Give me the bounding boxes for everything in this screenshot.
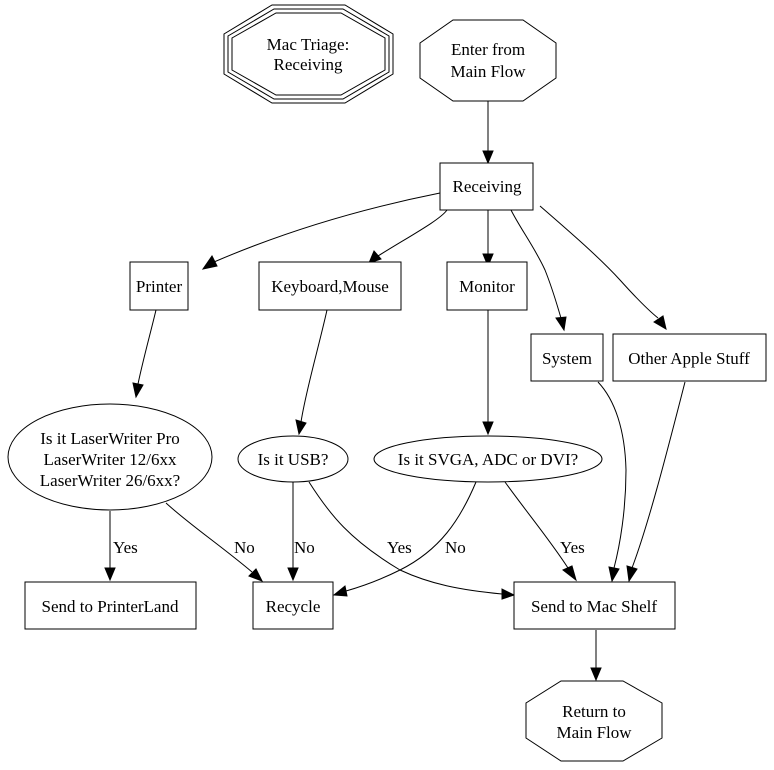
edge-label-no: No bbox=[294, 538, 315, 557]
node-macshelf-label: Send to Mac Shelf bbox=[531, 597, 657, 616]
node-keyboard-mouse[interactable]: Keyboard,Mouse bbox=[258, 261, 402, 311]
node-question-usb[interactable]: Is it USB? bbox=[237, 435, 349, 483]
node-q-laser-line-1: Is it LaserWriter Pro bbox=[40, 429, 180, 448]
nodes: Mac Triage: Receiving Enter from Main Fl… bbox=[7, 4, 767, 762]
node-system-label: System bbox=[542, 349, 592, 368]
node-question-laserwriter[interactable]: Is it LaserWriter Pro LaserWriter 12/6xx… bbox=[7, 403, 213, 511]
node-q-usb-label: Is it USB? bbox=[258, 450, 329, 469]
edge-q-svga-to-macshelf: Yes bbox=[504, 481, 585, 582]
node-title: Mac Triage: Receiving bbox=[223, 4, 394, 104]
node-receiving[interactable]: Receiving bbox=[439, 162, 534, 211]
node-title-line-1: Mac Triage: bbox=[267, 35, 350, 54]
node-system[interactable]: System bbox=[530, 333, 604, 382]
edge-keyboard-to-q-usb bbox=[295, 309, 328, 436]
edge-q-usb-to-macshelf: Yes bbox=[308, 481, 516, 600]
node-send-to-mac-shelf[interactable]: Send to Mac Shelf bbox=[513, 581, 676, 630]
edge-receiving-to-other bbox=[539, 205, 667, 331]
node-printer-label: Printer bbox=[136, 277, 183, 296]
node-q-laser-line-3: LaserWriter 26/6xx? bbox=[40, 471, 180, 490]
node-monitor-label: Monitor bbox=[459, 277, 515, 296]
edge-receiving-to-keyboard bbox=[368, 209, 448, 264]
edge-q-laser-to-printerland: Yes bbox=[104, 511, 138, 582]
edge-label-yes: Yes bbox=[113, 538, 138, 557]
edge-label-yes: Yes bbox=[560, 538, 585, 557]
node-printerland-label: Send to PrinterLand bbox=[42, 597, 179, 616]
edge-q-svga-to-recycle: No bbox=[332, 481, 477, 597]
node-question-svga-adc-dvi[interactable]: Is it SVGA, ADC or DVI? bbox=[373, 435, 603, 483]
edges: Yes No No Yes No Yes bbox=[104, 101, 686, 682]
edge-monitor-to-q-svga bbox=[482, 310, 494, 436]
node-other-apple-stuff[interactable]: Other Apple Stuff bbox=[612, 333, 767, 382]
edge-label-no: No bbox=[445, 538, 466, 557]
node-q-laser-line-2: LaserWriter 12/6xx bbox=[44, 450, 177, 469]
edge-label-yes: Yes bbox=[387, 538, 412, 557]
node-printer[interactable]: Printer bbox=[129, 261, 189, 311]
node-enter-from-main-flow[interactable]: Enter from Main Flow bbox=[419, 19, 557, 102]
node-recycle-label: Recycle bbox=[266, 597, 321, 616]
edge-macshelf-to-return bbox=[590, 630, 602, 682]
node-receiving-label: Receiving bbox=[453, 177, 522, 196]
edge-enter-to-receiving bbox=[482, 101, 494, 165]
edge-receiving-to-printer bbox=[201, 192, 441, 270]
node-monitor[interactable]: Monitor bbox=[446, 261, 528, 311]
node-enter-line-1: Enter from bbox=[451, 40, 525, 59]
node-other-label: Other Apple Stuff bbox=[628, 349, 750, 368]
edge-printer-to-q-laser bbox=[132, 309, 157, 399]
edge-q-laser-to-recycle: No bbox=[165, 502, 264, 582]
node-enter-line-2: Main Flow bbox=[450, 62, 526, 81]
node-keyboard-label: Keyboard,Mouse bbox=[271, 277, 389, 296]
edge-q-usb-to-recycle: No bbox=[287, 482, 315, 582]
edge-label-no: No bbox=[234, 538, 255, 557]
node-send-to-printerland[interactable]: Send to PrinterLand bbox=[24, 581, 197, 630]
edge-receiving-to-system bbox=[510, 209, 567, 332]
node-q-svga-label: Is it SVGA, ADC or DVI? bbox=[398, 450, 578, 469]
node-return-to-main-flow[interactable]: Return to Main Flow bbox=[525, 680, 663, 762]
node-return-line-1: Return to bbox=[562, 702, 626, 721]
edge-system-to-macshelf bbox=[597, 381, 627, 583]
node-recycle[interactable]: Recycle bbox=[252, 581, 334, 630]
node-return-line-2: Main Flow bbox=[556, 723, 632, 742]
node-title-line-2: Receiving bbox=[274, 55, 343, 74]
edge-other-to-macshelf bbox=[626, 381, 686, 583]
edge-receiving-to-monitor bbox=[482, 210, 494, 268]
